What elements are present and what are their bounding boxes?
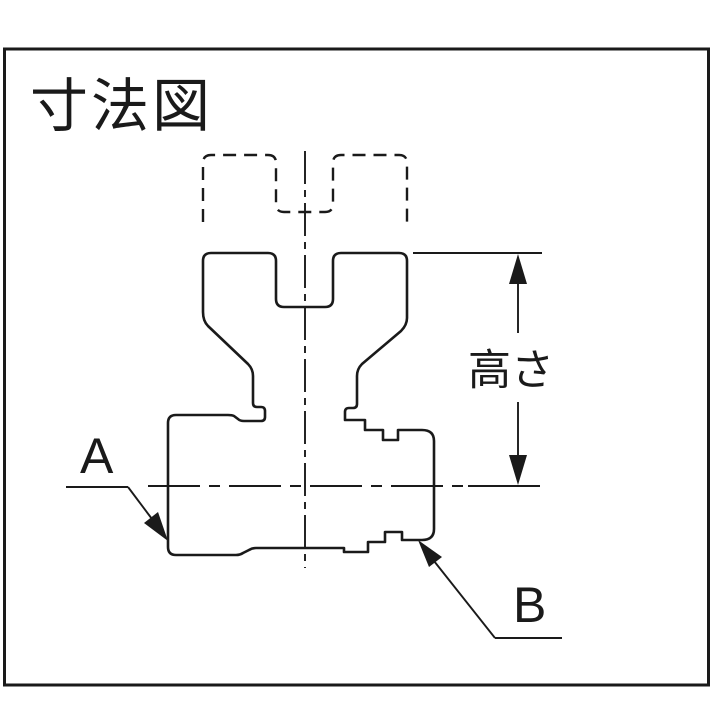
height-dimension-label: 高さ <box>468 347 554 395</box>
label-a-arrow-icon <box>144 512 168 541</box>
dimension-arrow-up-icon <box>509 254 527 284</box>
phantom-handle-outline <box>201 153 409 222</box>
label-b: B <box>513 577 546 633</box>
valve-outline <box>166 251 436 557</box>
label-b-arrow-icon <box>418 540 442 567</box>
drawing-border <box>3 47 710 687</box>
label-a-leader <box>127 486 156 524</box>
dimension-arrow-down-icon <box>509 455 527 485</box>
label-b-leader <box>433 560 496 639</box>
drawing-title: 寸法図 <box>30 74 213 139</box>
label-a: A <box>80 428 114 484</box>
